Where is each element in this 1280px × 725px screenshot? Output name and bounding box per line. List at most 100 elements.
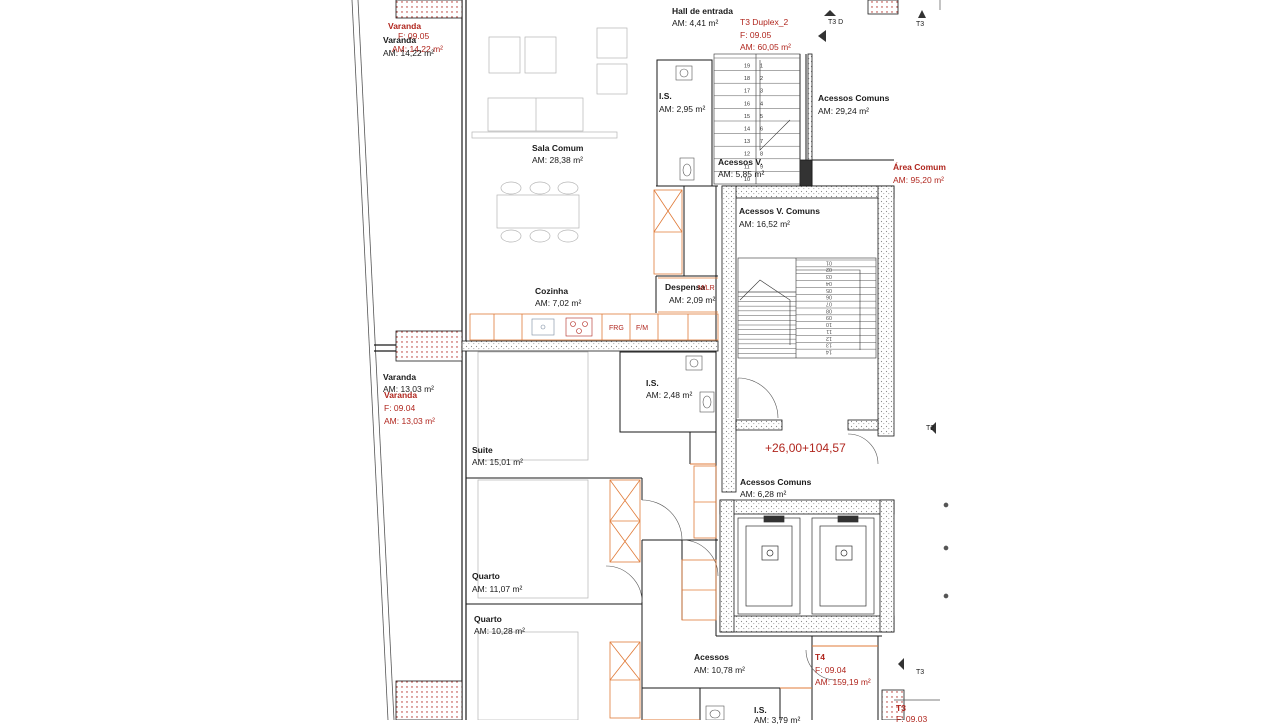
varanda-top-area-b: AM: 14,22 m² <box>383 48 435 58</box>
is1-area: AM: 2,95 m² <box>659 104 706 114</box>
acessos-v-comuns-name: Acessos V. Comuns <box>739 206 820 216</box>
t2-tag: T2 <box>926 425 935 432</box>
fm-label: F/M <box>636 325 649 332</box>
area-comum-name: Área Comum <box>893 162 946 172</box>
varanda-mid-area-a: AM: 13,03 m² <box>383 384 435 394</box>
core-step-number: 11 <box>826 328 832 334</box>
elevators <box>737 515 875 615</box>
core-step-number: 06 <box>826 294 832 300</box>
t3-duplex-fraction: F: 09.05 <box>740 30 772 40</box>
kitchen-sink <box>531 318 555 336</box>
acessos-name: Acessos <box>694 652 729 662</box>
varanda-mid-label-b: Varanda <box>384 390 418 400</box>
stair-step-number: 5 <box>760 114 763 120</box>
despensa-area: AM: 2,09 m² <box>669 295 716 305</box>
stair-step-number: 2 <box>760 76 763 82</box>
acessos-comuns-mid-name: Acessos Comuns <box>740 477 812 487</box>
stair-step-number: 7 <box>760 139 763 145</box>
stair-step-number: 16 <box>744 101 750 107</box>
varanda-top-label-a: Varanda <box>388 21 422 31</box>
core-step-number: 05 <box>826 287 832 293</box>
stair-step-number: 10 <box>744 177 750 183</box>
acessos-v-comuns-area: AM: 16,52 m² <box>739 219 791 229</box>
varanda-mid-label-a: Varanda <box>383 372 417 382</box>
is2-name: I.S. <box>646 378 659 388</box>
t3-duplex-name: T3 Duplex_2 <box>740 17 789 27</box>
sala-area: AM: 28,38 m² <box>532 155 584 165</box>
core-stair-steps <box>738 259 876 354</box>
suite-name: Suite <box>472 445 493 455</box>
is3-name: I.S. <box>754 705 767 715</box>
core-stair-arrow <box>739 269 861 350</box>
acessos-comuns-top-area: AM: 29,24 m² <box>818 106 870 116</box>
stair-step-number: 19 <box>744 63 750 69</box>
bathroom-fixtures <box>675 65 725 720</box>
t4-fraction: F: 09.04 <box>815 665 847 675</box>
stair-step-number: 15 <box>744 114 750 120</box>
suite-area: AM: 15,01 m² <box>472 457 524 467</box>
stair-step-number: 8 <box>760 152 763 158</box>
mlr-label: M/LR <box>698 285 715 292</box>
stair-step-number: 3 <box>760 89 763 95</box>
quarto2-name: Quarto <box>474 614 502 624</box>
t3-duplex-area: AM: 60,05 m² <box>740 42 792 52</box>
stair-step-number: 14 <box>744 126 750 132</box>
stair-step-number: 9 <box>760 164 763 170</box>
acessos-comuns-mid-area: AM: 6,28 m² <box>740 489 787 499</box>
varanda-mid-fraction: F: 09.04 <box>384 403 416 413</box>
frg-label: FRG <box>609 325 624 332</box>
despensa-name: Despensa <box>665 282 706 292</box>
t3-top-tag: T3 <box>916 21 925 28</box>
acessos-v-area: AM: 5,85 m² <box>718 169 765 179</box>
adjacent-structure <box>894 0 949 701</box>
cozinha-name: Cozinha <box>535 286 569 296</box>
is2-area: AM: 2,48 m² <box>646 390 693 400</box>
duplex-stair <box>713 53 801 185</box>
door-frames <box>642 463 878 720</box>
stair-step-number: 1 <box>760 63 763 69</box>
quarto1-area: AM: 11,07 m² <box>472 584 523 594</box>
beds <box>477 351 589 720</box>
acessos-v-name: Acessos V. <box>718 157 763 167</box>
section-markers <box>818 10 936 670</box>
core-step-number: 14 <box>826 349 832 355</box>
varanda-top-area-a: AM: 14,22 m² <box>392 44 444 54</box>
stair-step-number: 13 <box>744 139 750 145</box>
furniture-sala <box>471 27 628 243</box>
sala-name: Sala Comum <box>532 143 584 153</box>
core-step-number: 04 <box>826 280 832 286</box>
core-step-number: 09 <box>826 314 832 320</box>
stair-step-number: 11 <box>744 164 750 170</box>
t4-name: T4 <box>815 652 825 662</box>
hall-name: Hall de entrada <box>672 6 733 16</box>
t3-bottom-name: T3 <box>896 703 906 713</box>
core-step-number: 07 <box>826 301 832 307</box>
core-step-number: 03 <box>826 273 832 279</box>
core-step-number: 01 <box>826 259 832 265</box>
varanda-top-fraction: F: 09.05 <box>398 31 430 41</box>
varanda-mid-area-b: AM: 13,03 m² <box>384 416 436 426</box>
stair-step-number: 18 <box>744 76 750 82</box>
site-boundary <box>351 0 395 720</box>
cozinha-area: AM: 7,02 m² <box>535 298 582 308</box>
kitchen-counter <box>469 313 719 341</box>
acessos-comuns-top-name: Acessos Comuns <box>818 93 890 103</box>
core-step-number: 08 <box>826 307 832 313</box>
acessos-area: AM: 10,78 m² <box>694 665 746 675</box>
is1-name: I.S. <box>659 91 672 101</box>
core-step-number: 02 <box>826 266 832 272</box>
core-walls <box>461 53 895 633</box>
wardrobes <box>609 189 718 719</box>
door-swings <box>605 377 879 681</box>
balcony-walls <box>395 0 905 720</box>
core-step-number: 10 <box>826 321 832 327</box>
quarto1-name: Quarto <box>472 571 500 581</box>
duplex-stair-arrow <box>759 60 791 151</box>
kitchen-hob <box>565 317 593 337</box>
stair-step-number: 4 <box>760 101 763 107</box>
stair-step-number: 6 <box>760 126 763 132</box>
t3-right-tag: T3 <box>916 669 925 676</box>
